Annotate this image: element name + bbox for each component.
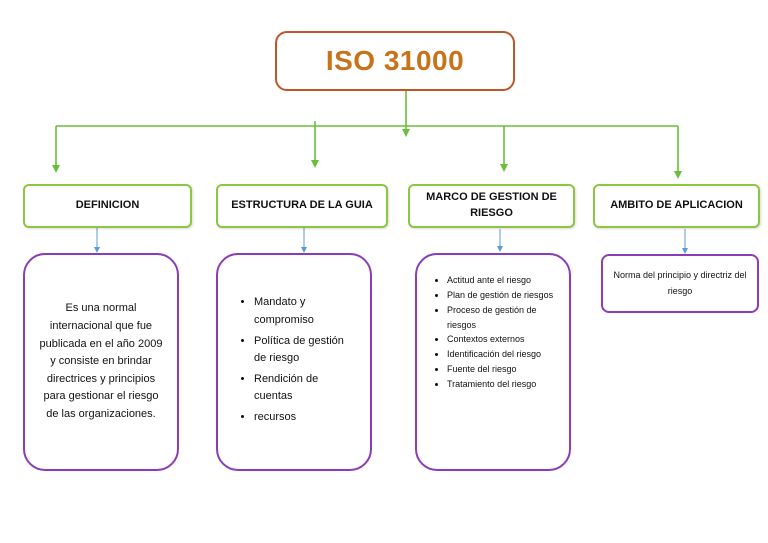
- list-item: recursos: [254, 409, 358, 427]
- list-item: Contextos externos: [447, 332, 559, 347]
- category-ambito: AMBITO DE APLICACION: [593, 184, 760, 228]
- detail-marco: Actitud ante el riesgo Plan de gestión d…: [415, 253, 571, 471]
- list-item: Rendición de cuentas: [254, 371, 358, 406]
- definicion-text: Es una normal internacional que fue publ…: [39, 302, 163, 420]
- ambito-text: Norma del principio y directriz del ries…: [613, 270, 747, 296]
- list-item: Actitud ante el riesgo: [447, 273, 559, 288]
- detail-definicion: Es una normal internacional que fue publ…: [23, 253, 179, 471]
- list-item: Identificación del riesgo: [447, 347, 559, 362]
- root-node: ISO 31000: [275, 31, 515, 91]
- list-item: Plan de gestión de riesgos: [447, 288, 559, 303]
- detail-estructura: Mandato y compromiso Política de gestión…: [216, 253, 372, 471]
- category-estructura: ESTRUCTURA DE LA GUIA: [216, 184, 388, 228]
- diagram-title: ISO 31000: [325, 45, 465, 76]
- list-item: Mandato y compromiso: [254, 294, 358, 329]
- category-label: ESTRUCTURA DE LA GUIA: [231, 199, 373, 212]
- marco-list: Actitud ante el riesgo Plan de gestión d…: [429, 273, 559, 392]
- category-label: MARCO DE GESTION DE RIESGO: [426, 191, 557, 219]
- list-item: Proceso de gestión de riesgos: [447, 303, 559, 333]
- list-item: Tratamiento del riesgo: [447, 377, 559, 392]
- category-label: DEFINICION: [75, 199, 140, 212]
- estructura-list: Mandato y compromiso Política de gestión…: [236, 294, 358, 429]
- category-definicion: DEFINICION: [23, 184, 192, 228]
- category-marco: MARCO DE GESTION DE RIESGO: [408, 184, 575, 228]
- category-label: AMBITO DE APLICACION: [610, 199, 743, 212]
- detail-ambito: Norma del principio y directriz del ries…: [601, 254, 759, 313]
- list-item: Fuente del riesgo: [447, 362, 559, 377]
- list-item: Política de gestión de riesgo: [254, 333, 358, 368]
